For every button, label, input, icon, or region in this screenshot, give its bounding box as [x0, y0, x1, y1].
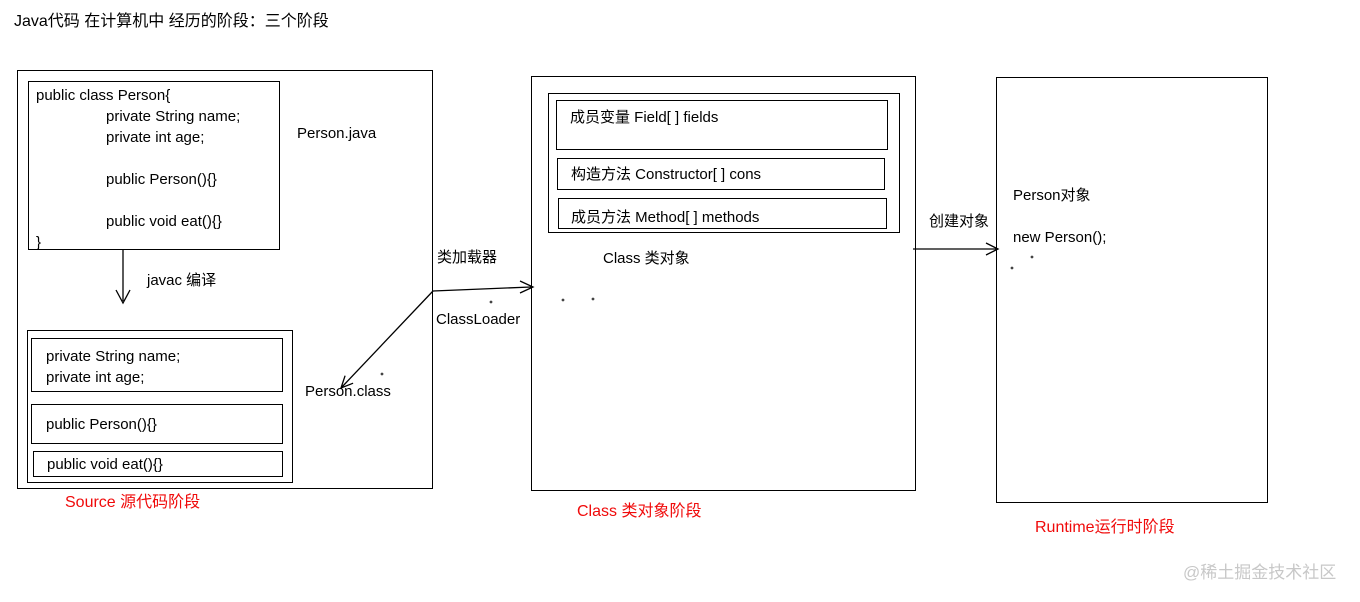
stage-label-source: Source 源代码阶段	[65, 494, 201, 511]
person-object-label: Person对象	[1013, 187, 1091, 204]
member-methods-box: 成员方法 Method[ ] methods	[558, 198, 887, 229]
code-line: public Person(){}	[106, 171, 217, 188]
bytecode-line: private String name;	[46, 348, 181, 365]
code-line: private String name;	[106, 108, 241, 125]
member-constructors-box: 构造方法 Constructor[ ] cons	[557, 158, 885, 190]
javac-compile-label: javac 编译	[147, 272, 217, 289]
bytecode-line: public void eat(){}	[47, 455, 163, 473]
page-title: Java代码 在计算机中 经历的阶段：三个阶段	[14, 13, 329, 30]
bytecode-methods-box: public void eat(){}	[33, 451, 283, 477]
bytecode-constructor-box: public Person(){}	[31, 404, 283, 444]
member-fields-label: 成员变量 Field[ ] fields	[570, 109, 719, 126]
bytecode-line: private int age;	[46, 369, 145, 386]
class-object-label: Class 类对象	[603, 250, 690, 267]
create-object-label: 创建对象	[929, 213, 990, 230]
watermark: @稀土掘金技术社区	[1183, 563, 1337, 582]
stage-label-runtime: Runtime运行时阶段	[1035, 519, 1175, 536]
code-line: private int age;	[106, 129, 205, 146]
member-constructors-label: 构造方法 Constructor[ ] cons	[571, 165, 762, 183]
code-line	[36, 148, 279, 169]
code-line: public void eat(){}	[106, 213, 222, 230]
member-methods-label: 成员方法 Method[ ] methods	[571, 209, 760, 226]
bytecode-line: public Person(){}	[46, 415, 157, 433]
member-fields-box: 成员变量 Field[ ] fields	[556, 100, 888, 150]
stage-label-class: Class 类对象阶段	[577, 503, 702, 520]
code-line: public class Person{	[36, 87, 171, 104]
bytecode-fields-box: private String name; private int age;	[31, 338, 283, 392]
runtime-stage-box	[996, 77, 1268, 503]
classloader-arrow-line	[432, 286, 532, 292]
source-code-box: public class Person{ private String name…	[28, 81, 280, 251]
code-line: }	[36, 234, 42, 251]
new-person-code: new Person();	[1013, 229, 1107, 246]
code-line	[36, 190, 279, 211]
stray-dot	[489, 300, 493, 304]
person-java-label: Person.java	[297, 125, 377, 142]
classloader-label-en: ClassLoader	[436, 311, 521, 328]
classloader-label-cn: 类加载器	[437, 249, 498, 266]
person-class-label: Person.class	[305, 383, 391, 400]
